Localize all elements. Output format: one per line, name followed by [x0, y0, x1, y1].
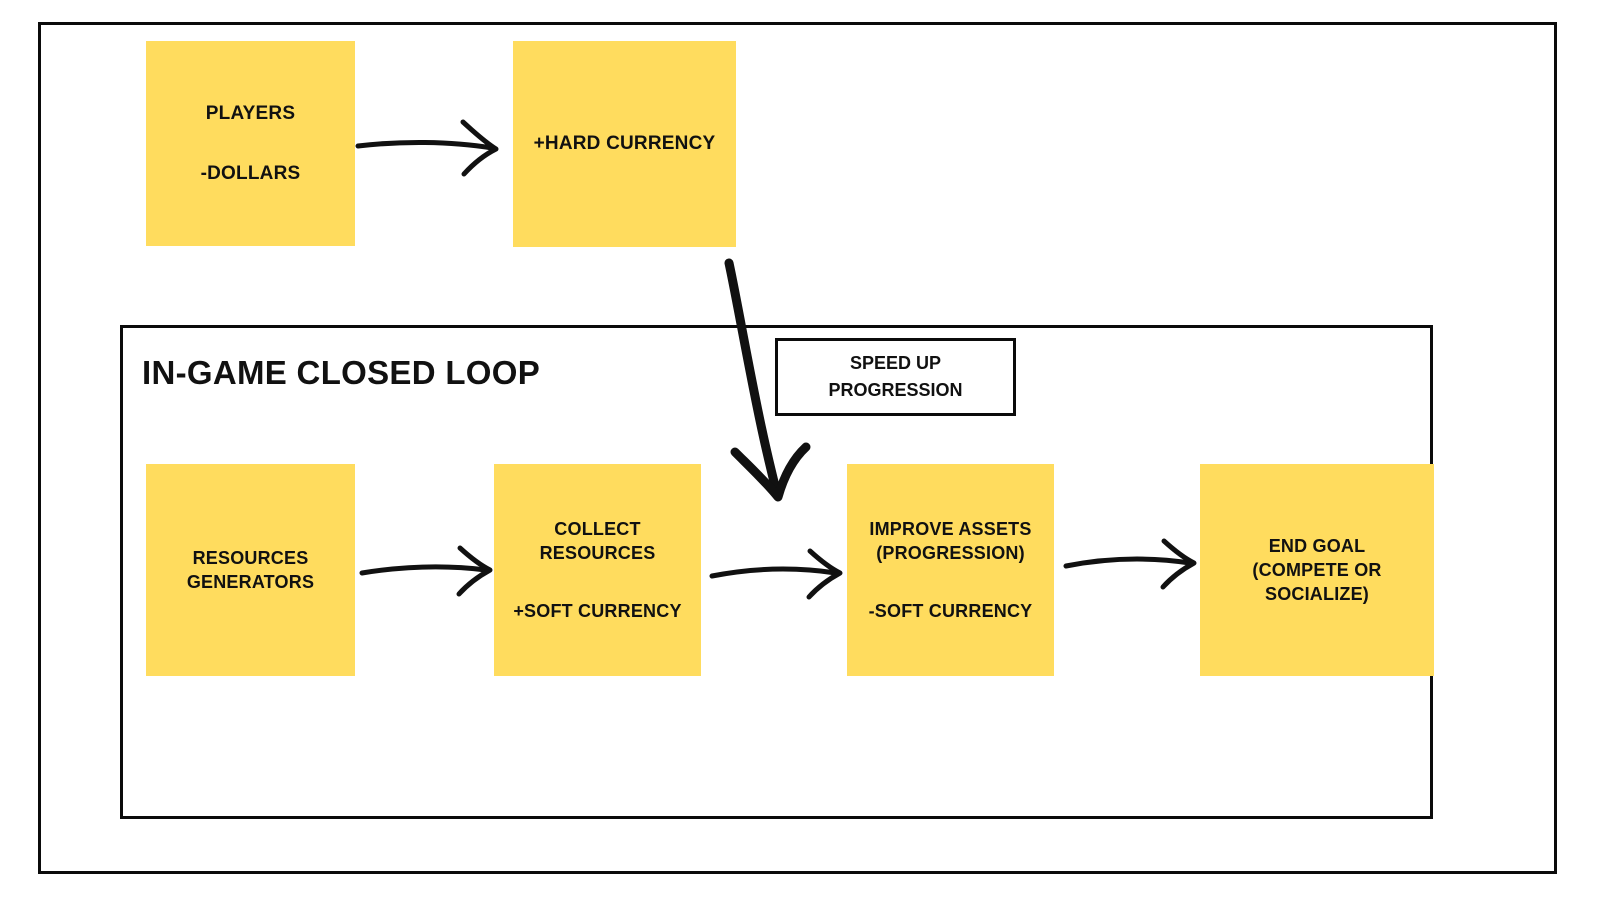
- node-improve-assets-line3: -SOFT CURRENCY: [868, 601, 1033, 622]
- node-collect-resources-line3: +SOFT CURRENCY: [513, 601, 682, 622]
- node-collect-resources-line2: RESOURCES: [539, 542, 656, 563]
- speed-up-line1: SPEED UP: [849, 353, 942, 373]
- node-end-goal-line3: SOCIALIZE): [1265, 584, 1369, 605]
- node-players-line2: -DOLLARS: [200, 162, 301, 184]
- node-resources-generators-line1: RESOURCES: [192, 547, 309, 568]
- node-end-goal-line1: END GOAL: [1268, 535, 1366, 556]
- node-hard-currency-line1: +HARD CURRENCY: [533, 133, 716, 155]
- node-end-goal-line2: (COMPETE OR: [1252, 559, 1382, 580]
- node-end-goal[interactable]: END GOAL (COMPETE OR SOCIALIZE): [1200, 464, 1434, 676]
- node-resources-generators-line2: GENERATORS: [186, 572, 315, 592]
- node-improve-assets[interactable]: IMPROVE ASSETS (PROGRESSION) -SOFT CURRE…: [847, 464, 1054, 676]
- speed-up-line2: PROGRESSION: [828, 380, 963, 400]
- node-improve-assets-line2: (PROGRESSION): [876, 542, 1025, 563]
- node-collect-resources-line1: COLLECT: [554, 518, 641, 539]
- node-hard-currency[interactable]: +HARD CURRENCY: [513, 41, 736, 247]
- node-players[interactable]: PLAYERS -DOLLARS: [146, 41, 355, 246]
- node-collect-resources[interactable]: COLLECT RESOURCES +SOFT CURRENCY: [494, 464, 701, 676]
- loop-title: IN-GAME CLOSED LOOP: [142, 354, 541, 391]
- outer-frame: [38, 22, 1557, 874]
- node-players-line1: PLAYERS: [205, 103, 296, 125]
- node-improve-assets-line1: IMPROVE ASSETS: [869, 518, 1032, 539]
- node-resources-generators[interactable]: RESOURCES GENERATORS: [146, 464, 355, 676]
- speed-up-progression-callout[interactable]: SPEED UP PROGRESSION: [775, 338, 1016, 416]
